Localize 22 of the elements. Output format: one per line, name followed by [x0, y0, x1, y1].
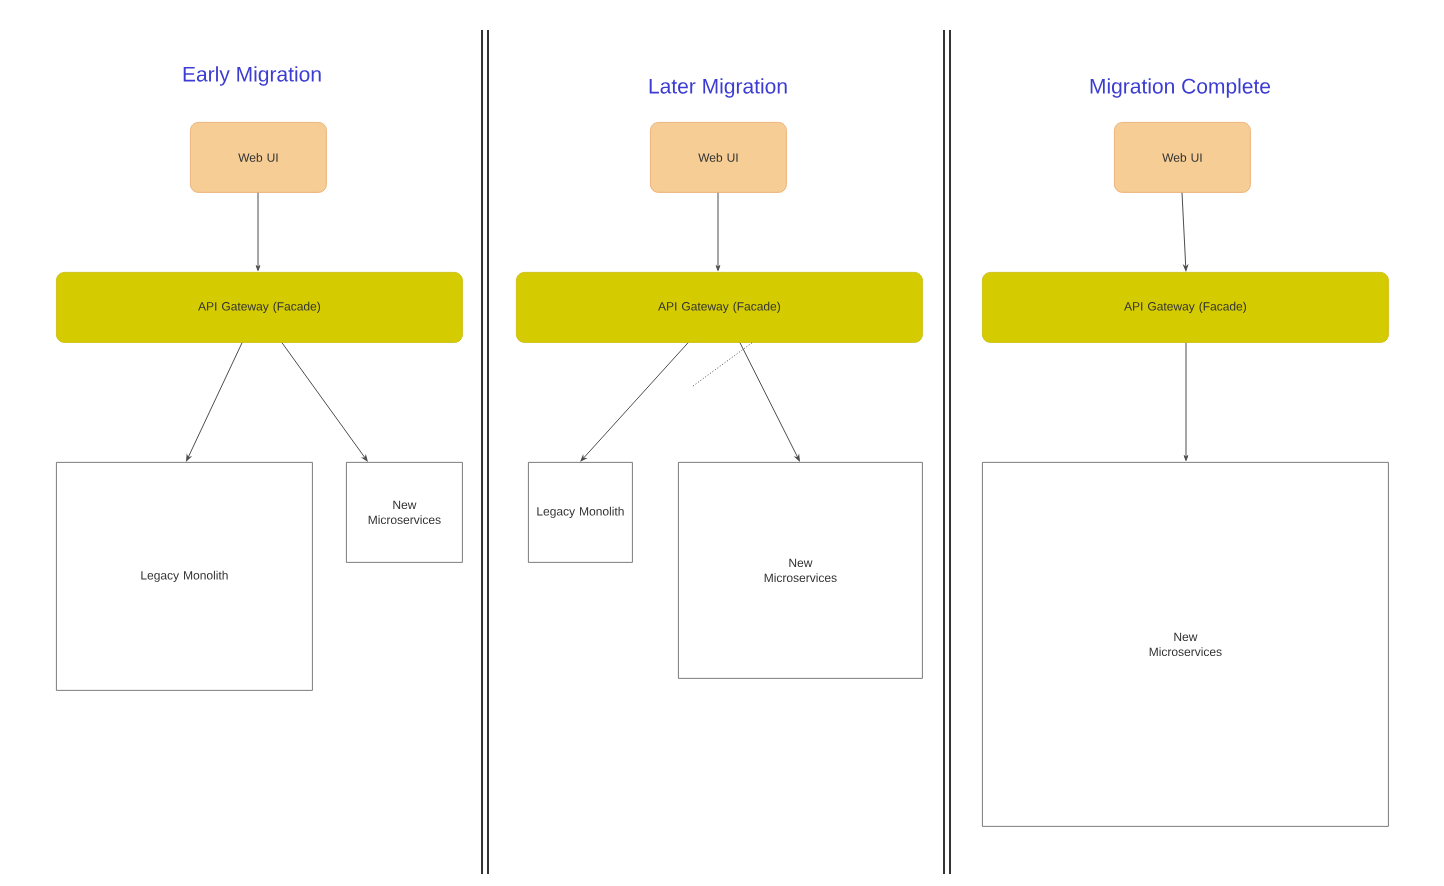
arrow [186, 342, 243, 462]
service-box [528, 462, 633, 563]
panel-title: Migration Complete [1090, 78, 1271, 98]
gateway-box [982, 272, 1389, 343]
arrow [739, 342, 800, 462]
web-ui-box [190, 122, 327, 193]
service-box [982, 462, 1389, 827]
service-box [346, 462, 463, 563]
gateway-box [516, 272, 923, 343]
service-box [56, 462, 313, 691]
service-box [678, 462, 923, 679]
arrow [255, 192, 261, 272]
arrow [1183, 342, 1189, 462]
arrow [580, 342, 689, 462]
panel-title: Early Migration [183, 66, 321, 86]
arrow [715, 192, 721, 272]
web-ui-box [650, 122, 787, 193]
web-ui-box [1114, 122, 1251, 193]
arrow [1181, 192, 1189, 272]
gateway-box [56, 272, 463, 343]
arrow [281, 342, 368, 462]
panel-title: Later Migration [649, 78, 787, 98]
